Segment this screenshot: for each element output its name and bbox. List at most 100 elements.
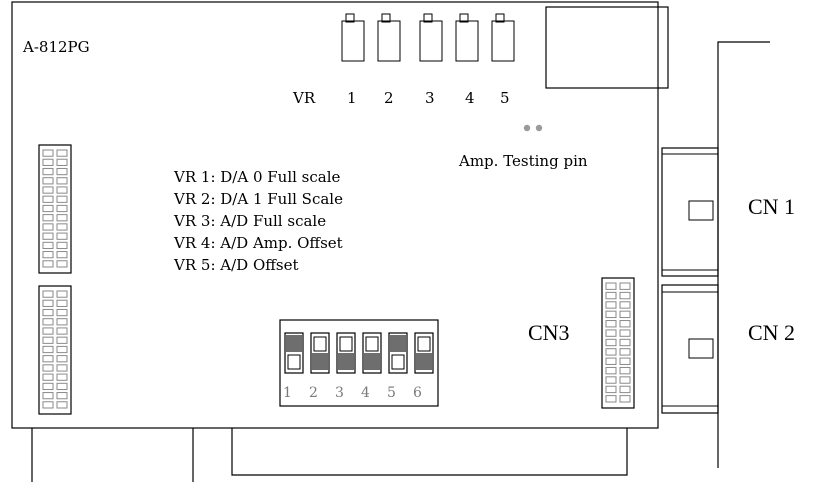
dip-switch-shade [364, 353, 380, 370]
header-pin [605, 385, 617, 394]
header-pin [42, 382, 54, 391]
dip-switch-body [388, 332, 408, 374]
header-pin [605, 357, 617, 365]
header-pin [619, 385, 631, 394]
header-pin [42, 167, 54, 176]
dip-number-4: 4 [361, 385, 370, 401]
chip-component [545, 6, 669, 89]
header-pin [56, 251, 68, 259]
header-pin [56, 241, 68, 250]
dip-switch-knob [339, 336, 353, 352]
dip-number-2: 2 [309, 385, 318, 401]
header-pin [42, 392, 54, 400]
header-pin [42, 195, 54, 203]
dip-switch-shade [286, 335, 302, 352]
dip-number-5: 5 [387, 385, 396, 401]
header-pin [42, 204, 54, 213]
pin-header-left-top [38, 144, 72, 274]
legend-vr1: VR 1: D/A 0 Full scale [174, 168, 341, 186]
header-pin [605, 348, 617, 356]
vr-number-1: 1 [347, 89, 357, 107]
header-pin [56, 204, 68, 213]
header-pin [42, 299, 54, 307]
legend-vr4: VR 4: A/D Amp. Offset [174, 234, 343, 252]
dip-switch-knob [313, 336, 327, 352]
dip-switch-knob [365, 336, 379, 352]
pin-header-left-bottom [38, 285, 72, 415]
cn2-label: CN 2 [748, 320, 796, 345]
dip-switch-shade [312, 353, 328, 370]
dip-switch-knob [287, 354, 301, 370]
header-pin [42, 401, 54, 409]
header-pin [56, 149, 68, 157]
dip-number-6: 6 [413, 385, 422, 401]
header-pin [56, 318, 68, 326]
mounting-bracket [717, 41, 770, 468]
dip-number-1: 1 [283, 385, 292, 401]
header-pin [619, 282, 631, 290]
header-pin [619, 395, 631, 403]
header-pin [56, 195, 68, 203]
dip-number-3: 3 [335, 385, 344, 401]
header-pin [619, 320, 631, 328]
edge-tab-left [31, 428, 194, 482]
header-pin [56, 167, 68, 176]
vr-number-5: 5 [500, 89, 510, 107]
dip-switch [279, 319, 439, 407]
header-pin [619, 301, 631, 309]
pin-header-cn3 [601, 277, 635, 409]
header-pin [42, 345, 54, 354]
header-pin [42, 251, 54, 259]
header-pin [56, 355, 68, 363]
dip-switch-shade [338, 353, 354, 370]
header-pin [42, 232, 54, 240]
legend-vr3: VR 3: A/D Full scale [174, 212, 327, 230]
header-pin [56, 364, 68, 372]
header-pin [605, 291, 617, 300]
header-pin [56, 401, 68, 409]
header-pin [42, 186, 54, 194]
header-pin [605, 376, 617, 384]
header-pin [42, 158, 54, 166]
header-pin [619, 357, 631, 365]
dip-switch-knob [391, 354, 405, 370]
header-pin [56, 392, 68, 400]
board-model-label: A-812PG [23, 38, 90, 56]
header-pin [56, 186, 68, 194]
header-pin [42, 373, 54, 381]
header-pin [42, 318, 54, 326]
header-pin [605, 395, 617, 403]
header-pin [42, 260, 54, 268]
header-pin [56, 158, 68, 166]
board-outline [11, 1, 659, 429]
legend-vr5: VR 5: A/D Offset [174, 256, 299, 274]
dip-switch-shade [390, 335, 406, 352]
header-pin [619, 291, 631, 300]
header-pin [605, 301, 617, 309]
header-pin [56, 373, 68, 381]
header-pin [56, 308, 68, 317]
cn1-label: CN 1 [748, 194, 796, 219]
header-pin [619, 310, 631, 319]
header-pin [42, 290, 54, 298]
vr-number-2: 2 [384, 89, 394, 107]
header-pin [42, 241, 54, 250]
header-pin [42, 177, 54, 185]
header-pin [42, 223, 54, 231]
legend-vr2: VR 2: D/A 1 Full Scale [174, 190, 343, 208]
header-pin [56, 177, 68, 185]
connector-cn2 [661, 284, 719, 414]
edge-tab-right [231, 428, 628, 476]
header-pin [56, 299, 68, 307]
dip-switch-knob [417, 336, 431, 352]
header-pin [42, 149, 54, 157]
header-pin [605, 338, 617, 347]
header-pin [56, 382, 68, 391]
header-pin [56, 223, 68, 231]
header-pin [605, 329, 617, 337]
header-pin [619, 338, 631, 347]
dip-switch-shade [416, 353, 432, 370]
vr-number-4: 4 [465, 89, 475, 107]
header-pin [42, 355, 54, 363]
